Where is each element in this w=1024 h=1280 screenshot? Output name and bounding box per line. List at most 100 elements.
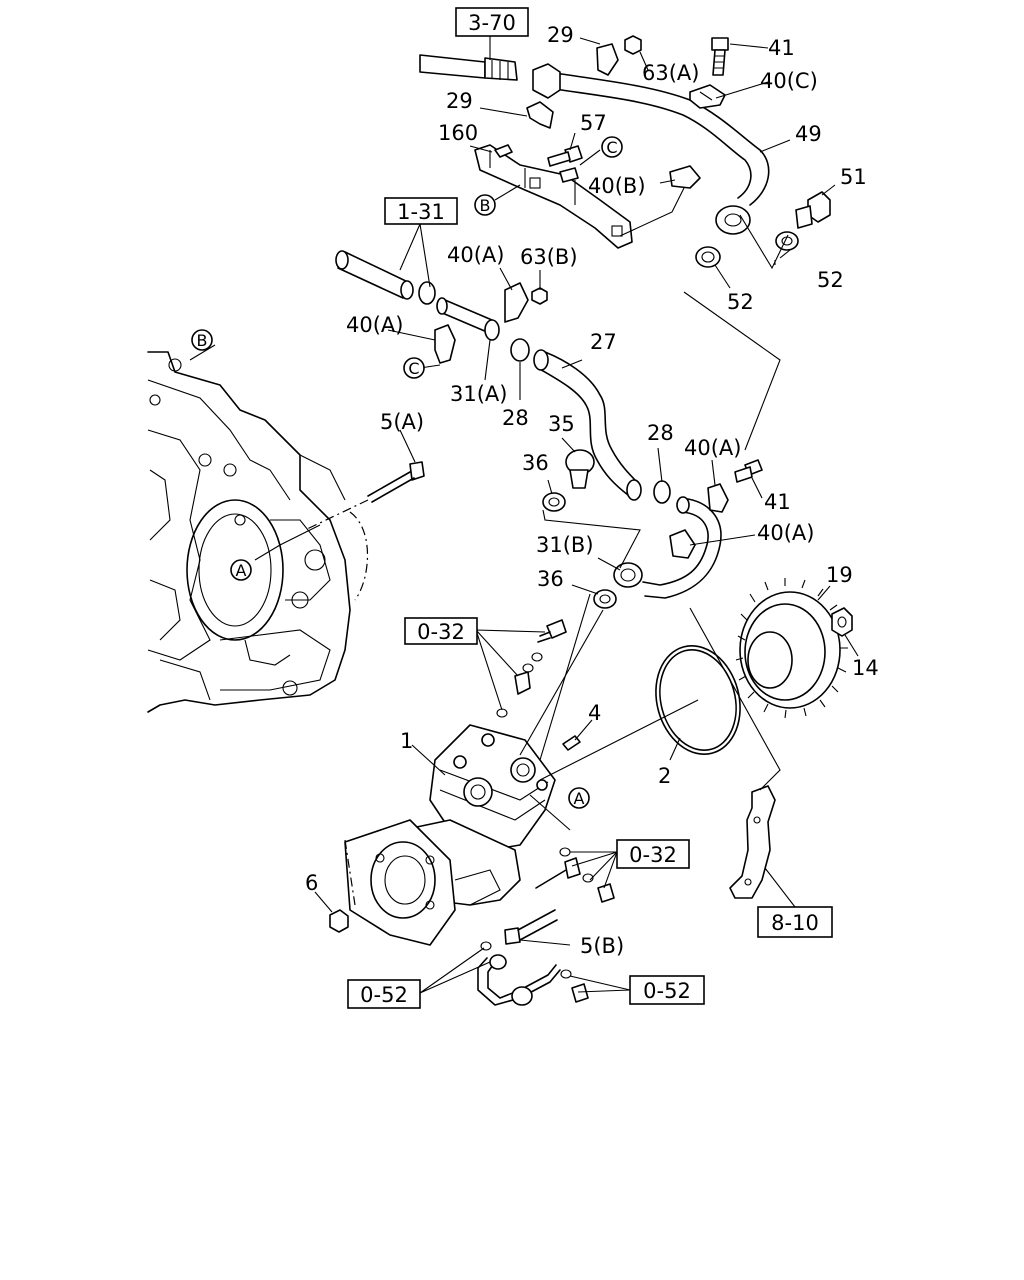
ref-box-1-31[interactable]: 1-31 bbox=[384, 197, 458, 225]
nut-6 bbox=[329, 909, 349, 933]
callout-19: 19 bbox=[826, 563, 853, 587]
hose-27 bbox=[533, 349, 642, 501]
fitting-0-32-lower bbox=[535, 847, 615, 903]
hose-1-31 bbox=[335, 250, 414, 300]
bolt-5a bbox=[367, 461, 425, 503]
callout-40a-right: 40(A) bbox=[684, 436, 741, 460]
callout-31b: 31(B) bbox=[536, 533, 594, 557]
svg-text:3-70: 3-70 bbox=[468, 11, 516, 35]
bolt-5b bbox=[504, 909, 558, 945]
washer-52-left bbox=[695, 246, 721, 268]
marker-b-bracket: B bbox=[474, 194, 496, 216]
callout-49: 49 bbox=[795, 122, 822, 146]
callout-57: 57 bbox=[580, 111, 607, 135]
callout-35: 35 bbox=[548, 412, 575, 436]
bolt-160-screw bbox=[494, 144, 513, 158]
callout-labels: 29 63(A) 41 40(C) 29 57 160 49 40(B) 51 … bbox=[305, 23, 879, 958]
callout-41-top: 41 bbox=[768, 36, 795, 60]
callout-1: 1 bbox=[400, 729, 413, 753]
svg-text:0-52: 0-52 bbox=[360, 983, 408, 1007]
svg-text:A: A bbox=[236, 561, 247, 580]
engine-block bbox=[147, 351, 368, 713]
callout-2: 2 bbox=[658, 764, 671, 788]
callout-52-left: 52 bbox=[727, 290, 754, 314]
clamp-40a-right bbox=[707, 483, 729, 513]
bolt-57 bbox=[547, 145, 583, 167]
washer-36-lower bbox=[593, 589, 617, 609]
svg-text:C: C bbox=[408, 359, 419, 378]
callout-31a: 31(A) bbox=[450, 382, 507, 406]
marker-c-left: C bbox=[403, 357, 425, 379]
washer-36-upper bbox=[542, 492, 566, 512]
svg-text:C: C bbox=[606, 138, 617, 157]
marker-a-pump: A bbox=[568, 787, 590, 809]
callout-14: 14 bbox=[852, 656, 879, 680]
svg-text:1-31: 1-31 bbox=[397, 200, 445, 224]
callout-40a-left: 40(A) bbox=[346, 313, 403, 337]
bracket-160 bbox=[474, 144, 633, 249]
callout-28-upper: 28 bbox=[502, 406, 529, 430]
callout-41-lower: 41 bbox=[764, 490, 791, 514]
callout-36-upper: 36 bbox=[522, 451, 549, 475]
pipe-0-52 bbox=[477, 941, 589, 1006]
callout-40b: 40(B) bbox=[588, 174, 646, 198]
fitting-0-32-upper bbox=[496, 619, 567, 718]
pipe-31b bbox=[613, 496, 722, 599]
ref-box-3-70[interactable]: 3-70 bbox=[455, 7, 529, 37]
svg-text:B: B bbox=[480, 196, 491, 215]
key-4 bbox=[562, 735, 581, 751]
clamp-40a-lower bbox=[669, 529, 696, 559]
clamp-40c bbox=[689, 84, 726, 109]
clamp-28-upper bbox=[510, 338, 530, 362]
fuel-pump-1 bbox=[344, 724, 556, 946]
marker-b-engine: B bbox=[191, 329, 213, 351]
callout-6: 6 bbox=[305, 871, 318, 895]
clamp-40a-upper bbox=[504, 282, 529, 323]
bolt-41-top bbox=[711, 37, 729, 76]
svg-text:0-32: 0-32 bbox=[417, 620, 465, 644]
marker-a-engine: A bbox=[230, 559, 252, 581]
washer-52-right bbox=[775, 231, 799, 251]
callout-29-top: 29 bbox=[547, 23, 574, 47]
ref-box-0-32-upper[interactable]: 0-32 bbox=[404, 617, 478, 645]
nut-14 bbox=[831, 607, 853, 637]
gear-19 bbox=[735, 578, 848, 719]
svg-text:8-10: 8-10 bbox=[771, 911, 819, 935]
callout-40a-lower: 40(A) bbox=[757, 521, 814, 545]
callout-36-lower: 36 bbox=[537, 567, 564, 591]
svg-text:A: A bbox=[574, 789, 585, 808]
clamp-29-lower bbox=[526, 101, 554, 129]
ref-box-0-52-left[interactable]: 0-52 bbox=[347, 979, 421, 1009]
svg-text:0-52: 0-52 bbox=[643, 979, 691, 1003]
banjo-bolt-35 bbox=[565, 449, 595, 489]
callout-160: 160 bbox=[438, 121, 478, 145]
nut-63b bbox=[531, 287, 548, 305]
marker-c-top: C bbox=[601, 136, 623, 158]
o-ring-2 bbox=[655, 645, 741, 755]
ref-box-0-52-right[interactable]: 0-52 bbox=[629, 975, 705, 1005]
callout-28-lower: 28 bbox=[647, 421, 674, 445]
nut-63a bbox=[624, 35, 642, 55]
svg-text:0-32: 0-32 bbox=[629, 843, 677, 867]
clamp-40a-left bbox=[434, 324, 456, 364]
callout-40c: 40(C) bbox=[760, 69, 818, 93]
clamp-40b bbox=[669, 165, 701, 189]
callout-63b: 63(B) bbox=[520, 245, 578, 269]
ref-box-0-32-lower[interactable]: 0-32 bbox=[616, 839, 690, 869]
ref-box-8-10[interactable]: 8-10 bbox=[757, 906, 833, 938]
callout-63a: 63(A) bbox=[642, 61, 699, 85]
callout-5b: 5(B) bbox=[580, 934, 624, 958]
callout-5a: 5(A) bbox=[380, 410, 424, 434]
pipe-31a bbox=[436, 297, 500, 341]
clamp-29-top bbox=[596, 43, 619, 76]
plug-51 bbox=[795, 191, 831, 229]
callout-51: 51 bbox=[840, 165, 867, 189]
callout-4: 4 bbox=[588, 701, 601, 725]
clamp-28-lower bbox=[653, 480, 671, 504]
callout-52-right: 52 bbox=[817, 268, 844, 292]
fuel-pipe-49 bbox=[419, 54, 770, 235]
bolt-c-top bbox=[559, 167, 579, 183]
hose-clamp-1-31 bbox=[418, 281, 436, 305]
callout-27: 27 bbox=[590, 330, 617, 354]
